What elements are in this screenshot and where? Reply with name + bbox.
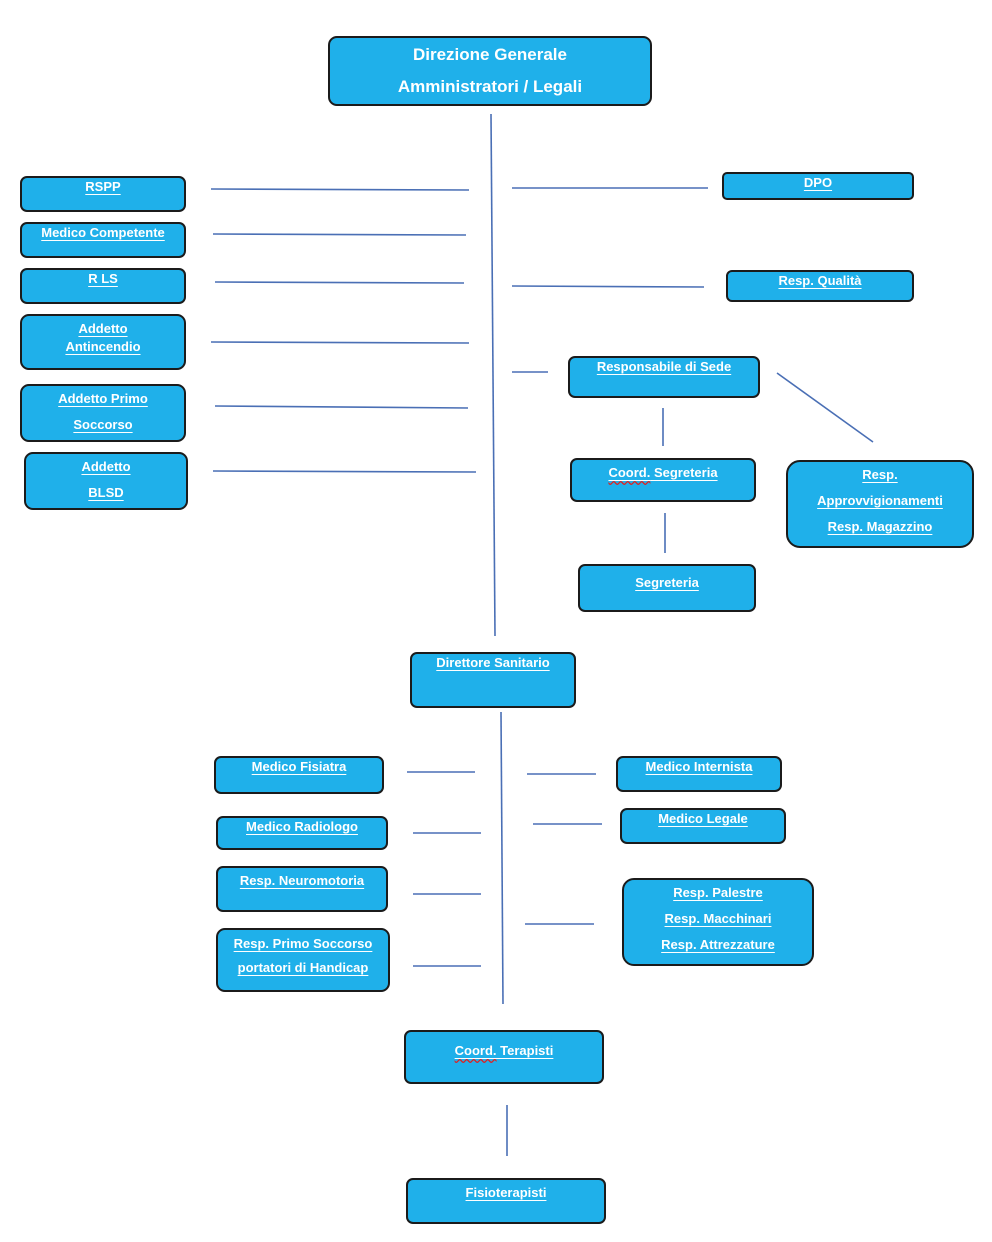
addetto-blsd-label-2: BLSD bbox=[88, 485, 124, 500]
approvvigionamenti-label-1: Resp. bbox=[862, 467, 898, 482]
addetto-primo-soccorso-label-1: Addetto Primo bbox=[58, 391, 148, 406]
box-medico-legale: Medico Legale bbox=[620, 808, 786, 844]
box-rls: R LS bbox=[20, 268, 186, 304]
rls-label: R LS bbox=[88, 271, 118, 286]
primo-soccorso-handicap-label-1: Resp. Primo Soccorso bbox=[233, 936, 373, 951]
box-medico-radiologo: Medico Radiologo bbox=[216, 816, 388, 850]
magazzino-label: Resp. Magazzino bbox=[827, 519, 933, 534]
approvvigionamenti-label-2: Approvvigionamenti bbox=[817, 493, 943, 508]
resp-attrezzature-label: Resp. Attrezzature bbox=[661, 937, 775, 952]
medico-internista-label: Medico Internista bbox=[645, 759, 753, 774]
addetto-antincendio-label-2: Antincendio bbox=[65, 339, 141, 354]
medico-competente-label: Medico Competente bbox=[41, 225, 165, 240]
connector-rspp bbox=[210, 188, 470, 191]
connector-sede-approvvigionamenti bbox=[776, 372, 874, 443]
box-coord-terapisti: Coord. Terapisti bbox=[404, 1030, 604, 1084]
addetto-blsd-label-1: Addetto bbox=[81, 459, 131, 474]
coord-spellcheck-word: Coord. bbox=[608, 465, 651, 480]
connector-primo-soccorso bbox=[214, 405, 469, 409]
connector-rls bbox=[214, 281, 465, 284]
dpo-label: DPO bbox=[803, 175, 833, 190]
box-resp-primo-soccorso-handicap: Resp. Primo Soccorso portatori di Handic… bbox=[216, 928, 390, 992]
box-direzione-generale: Direzione Generale Amministratori / Lega… bbox=[328, 36, 652, 106]
coord-segreteria-label: Coord. Segreteria bbox=[608, 464, 717, 482]
box-responsabile-di-sede: Responsabile di Sede bbox=[568, 356, 760, 398]
box-approvvigionamenti-magazzino: Resp. Approvvigionamenti Resp. Magazzino bbox=[786, 460, 974, 548]
rspp-label: RSPP bbox=[85, 179, 121, 194]
box-palestre-macchinari-attrezzature: Resp. Palestre Resp. Macchinari Resp. At… bbox=[622, 878, 814, 966]
box-segreteria: Segreteria bbox=[578, 564, 756, 612]
fisioterapisti-label: Fisioterapisti bbox=[465, 1185, 547, 1200]
box-resp-qualita: Resp. Qualità bbox=[726, 270, 914, 302]
box-medico-competente: Medico Competente bbox=[20, 222, 186, 258]
connector-antincendio bbox=[210, 341, 470, 344]
box-resp-neuromotoria: Resp. Neuromotoria bbox=[216, 866, 388, 912]
addetto-primo-soccorso-label-2: Soccorso bbox=[73, 417, 133, 432]
direzione-generale-label: Direzione Generale bbox=[412, 45, 567, 64]
box-direttore-sanitario: Direttore Sanitario bbox=[410, 652, 576, 708]
resp-qualita-label: Resp. Qualità bbox=[778, 273, 862, 288]
amministratori-legali-label: Amministratori / Legali bbox=[397, 77, 583, 96]
sanitario-trunk-line bbox=[500, 711, 504, 1005]
box-fisioterapisti: Fisioterapisti bbox=[406, 1178, 606, 1224]
coord-terapisti-spellcheck-word: Coord. bbox=[454, 1043, 497, 1058]
box-medico-internista: Medico Internista bbox=[616, 756, 782, 792]
box-dpo: DPO bbox=[722, 172, 914, 200]
responsabile-di-sede-label: Responsabile di Sede bbox=[596, 359, 732, 374]
box-addetto-blsd: Addetto BLSD bbox=[24, 452, 188, 510]
medico-fisiatra-label: Medico Fisiatra bbox=[251, 759, 347, 774]
box-rspp: RSPP bbox=[20, 176, 186, 212]
segreteria-label: Segreteria bbox=[635, 575, 699, 590]
segreteria-word: Segreteria bbox=[650, 465, 718, 480]
medico-legale-label: Medico Legale bbox=[658, 811, 748, 826]
medico-radiologo-label: Medico Radiologo bbox=[246, 819, 358, 834]
box-medico-fisiatra: Medico Fisiatra bbox=[214, 756, 384, 794]
coord-terapisti-label: Coord. Terapisti bbox=[455, 1042, 554, 1060]
box-coord-segreteria: Coord. Segreteria bbox=[570, 458, 756, 502]
primo-soccorso-handicap-label-2: portatori di Handicap bbox=[237, 960, 369, 975]
connector-medico-competente bbox=[212, 233, 467, 236]
connector-resp-qualita bbox=[511, 285, 705, 288]
box-addetto-antincendio: Addetto Antincendio bbox=[20, 314, 186, 370]
resp-palestre-label: Resp. Palestre bbox=[673, 885, 763, 900]
direttore-sanitario-label: Direttore Sanitario bbox=[436, 655, 550, 670]
addetto-antincendio-label-1: Addetto bbox=[78, 321, 128, 336]
connector-blsd bbox=[212, 470, 477, 473]
terapisti-word: Terapisti bbox=[496, 1043, 554, 1058]
main-trunk-line bbox=[490, 113, 496, 637]
box-addetto-primo-soccorso: Addetto Primo Soccorso bbox=[20, 384, 186, 442]
resp-macchinari-label: Resp. Macchinari bbox=[664, 911, 772, 926]
resp-neuromotoria-label: Resp. Neuromotoria bbox=[239, 873, 365, 888]
